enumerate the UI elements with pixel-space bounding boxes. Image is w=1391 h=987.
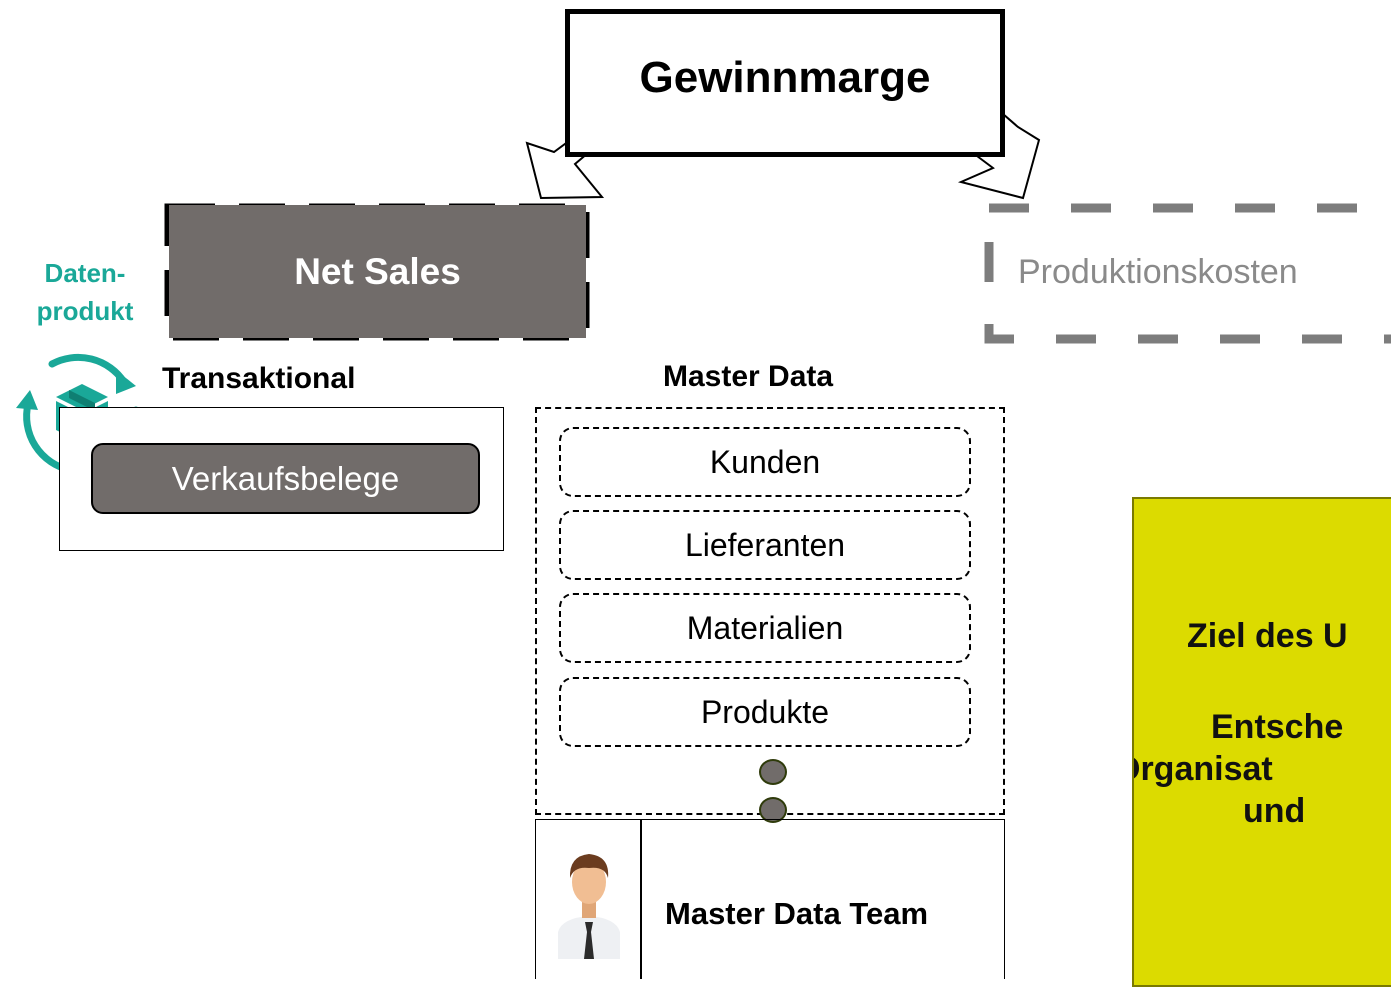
team-divider [640,819,642,979]
master-data-team-box [535,819,1005,979]
produktionskosten-dashed-border [984,203,1391,344]
master-data-team-label: Master Data Team [665,896,929,931]
goal-line-2: Entsche [1211,708,1344,746]
goal-callout: Ziel des U Entsche Organisat und [1132,497,1391,987]
verkaufsbelege-label: Verkaufsbelege [171,459,400,497]
person-avatar-icon [558,854,620,959]
md-item-kunden: Kunden [559,427,971,497]
ellipsis-dot [759,759,787,785]
datenprodukt-line-1: Daten- [44,258,126,288]
verkaufsbelege-box: Verkaufsbelege [91,443,480,514]
ellipsis-dot [759,797,787,823]
md-item-materialien: Materialien [559,593,971,663]
master-data-title: Master Data [663,360,834,393]
goal-line-3: Organisat [1134,750,1273,788]
goal-line-4: und [1243,792,1306,830]
gewinnmarge-box: Gewinnmarge [565,9,1005,157]
produktionskosten-label: Produktionskosten [1018,253,1298,291]
md-item-lieferanten: Lieferanten [559,510,971,580]
datenprodukt-line-2: produkt [36,296,134,326]
md-item-produkte: Produkte [559,677,971,747]
goal-line-1: Ziel des U [1187,617,1348,655]
net-sales-box: Net Sales [169,205,586,338]
datenprodukt-label: Daten- produkt [0,254,170,330]
transaktional-title: Transaktional [162,362,356,395]
gewinnmarge-title: Gewinnmarge [639,53,931,102]
net-sales-label: Net Sales [294,250,461,292]
